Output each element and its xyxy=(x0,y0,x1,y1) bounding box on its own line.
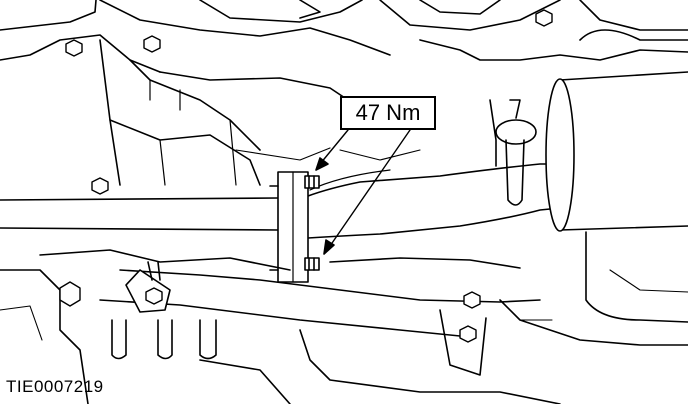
exhaust-pipe xyxy=(0,163,561,239)
manifold-casting xyxy=(99,39,361,186)
flange-bolt-upper xyxy=(304,175,320,189)
lower-rods xyxy=(111,319,217,360)
silencer-body xyxy=(545,71,688,323)
callout-arrow-upper xyxy=(315,129,349,171)
figure-id-label: TIE0007219 xyxy=(6,377,104,396)
flange-bolt-lower xyxy=(304,257,320,271)
engine-casting-outline xyxy=(0,0,688,73)
exhaust-hanger xyxy=(489,99,537,206)
detail-strokes xyxy=(0,147,688,341)
torque-callout-box: 47 Nm xyxy=(340,96,436,130)
hex-nuts xyxy=(59,9,553,343)
mounting-bracket xyxy=(125,261,171,313)
callout-arrow-lower xyxy=(323,129,411,255)
torque-value: 47 Nm xyxy=(355,100,421,125)
pipe-flange xyxy=(269,171,309,283)
